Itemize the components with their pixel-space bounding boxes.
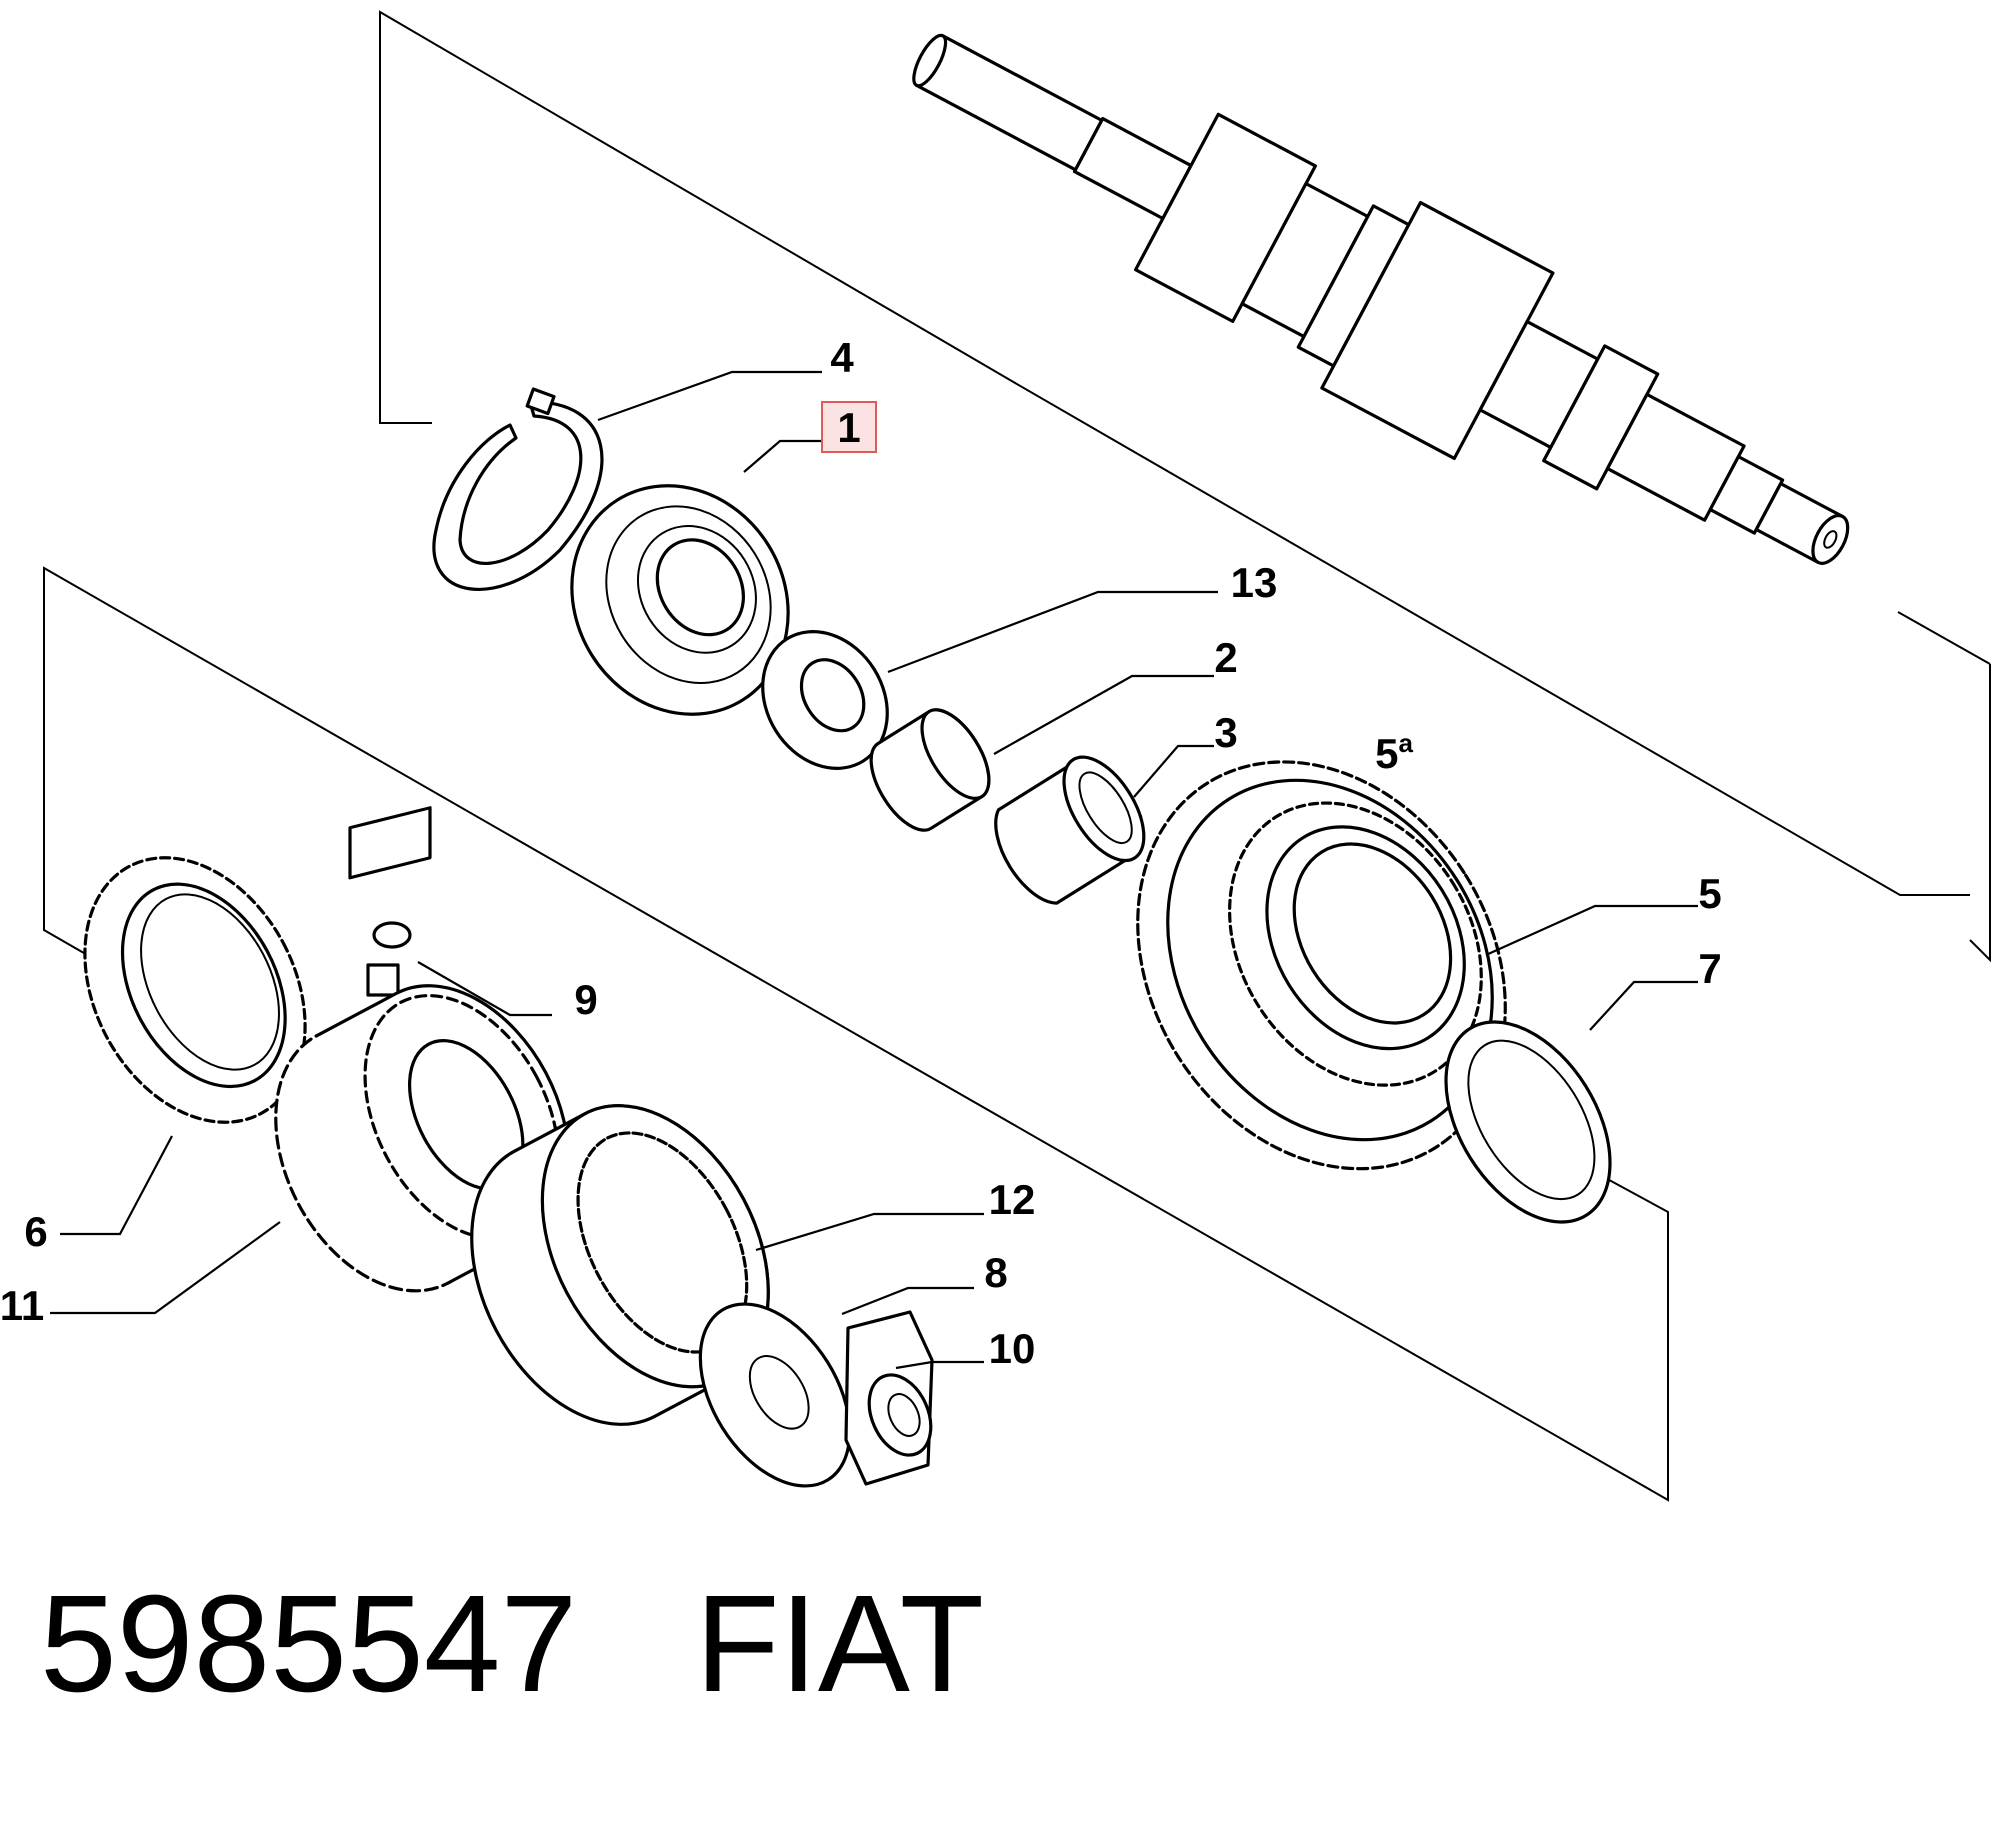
ball-bearing [570, 484, 790, 716]
callout-5a[interactable]: 5a [1375, 728, 1413, 777]
callout-1[interactable]: 1 [837, 404, 860, 451]
hex-nut [844, 1310, 934, 1486]
callout-labels: 1 2 3 4 5 5a 6 7 8 9 10 11 12 13 [0, 334, 1722, 1372]
callout-13[interactable]: 13 [1231, 559, 1278, 606]
part-number: 5985547 [40, 1567, 578, 1721]
callout-4[interactable]: 4 [830, 334, 854, 381]
snap-ring [432, 387, 604, 591]
callout-8[interactable]: 8 [984, 1249, 1007, 1296]
needle-roller-cage [994, 755, 1146, 905]
brand-name: FIAT [695, 1567, 984, 1721]
callout-6[interactable]: 6 [24, 1208, 47, 1255]
callout-1-highlight [821, 401, 877, 453]
assembly-frame-lower [43, 566, 1991, 1502]
main-shaft [912, 33, 1850, 565]
callout-9[interactable]: 9 [574, 976, 597, 1023]
bushing [869, 708, 991, 832]
callout-12[interactable]: 12 [989, 1176, 1036, 1223]
synchronizer-sleeve [470, 1104, 770, 1426]
spacer-ring [761, 630, 889, 770]
callout-10[interactable]: 10 [989, 1325, 1036, 1372]
callout-2[interactable]: 2 [1214, 634, 1237, 681]
callout-7[interactable]: 7 [1698, 945, 1721, 992]
detent-pin [348, 806, 432, 997]
assembly-frame-upper [379, 10, 1991, 963]
lock-washer [698, 1302, 852, 1488]
callout-5[interactable]: 5 [1698, 870, 1721, 917]
leader-lines [50, 370, 1698, 1370]
synchronizer-ring [83, 856, 307, 1124]
gear-5th [1136, 760, 1507, 1171]
callout-11[interactable]: 11 [0, 1282, 44, 1329]
callout-3[interactable]: 3 [1214, 709, 1237, 756]
thrust-washer [1444, 1020, 1612, 1224]
